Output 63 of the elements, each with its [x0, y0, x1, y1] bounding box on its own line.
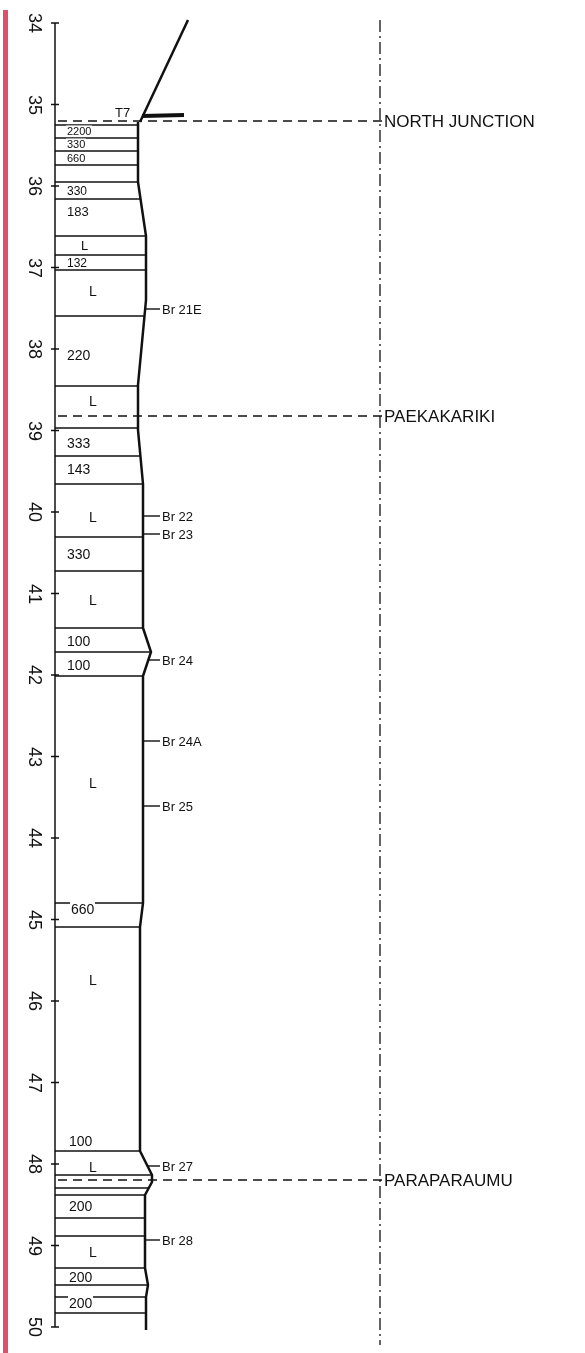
bridge-label: Br 24A — [162, 734, 202, 748]
station-label: PARAPARAUMU — [384, 1171, 513, 1189]
curve-label: 132 — [66, 257, 89, 269]
leader-line — [144, 1239, 161, 1241]
leader-line — [142, 740, 161, 742]
curve-label: 143 — [66, 462, 92, 476]
curve-label: 200 — [68, 1296, 94, 1310]
kilometre-label: 39 — [26, 419, 44, 442]
kilometre-label: 48 — [26, 1153, 44, 1175]
bridge-label: Br 23 — [162, 527, 194, 541]
kilometre-label: 36 — [26, 175, 44, 197]
curve-label: L — [88, 776, 98, 790]
curve-label: 330 — [66, 547, 92, 561]
kilometre-label: 46 — [26, 990, 44, 1012]
curve-label: 333 — [66, 436, 92, 450]
kilometre-label: 50 — [26, 1316, 44, 1338]
curve-label: 100 — [66, 658, 92, 672]
kilometre-label: 45 — [26, 908, 44, 931]
curve-label: 660 — [70, 902, 96, 916]
bridge-label: Br 22 — [162, 509, 194, 523]
curve-label: 100 — [66, 634, 92, 648]
leader-line — [142, 805, 161, 807]
curve-label: L — [88, 1160, 98, 1174]
kilometre-label: 37 — [26, 256, 44, 279]
kilometre-label: 40 — [26, 501, 44, 523]
kilometre-label: 43 — [26, 745, 44, 768]
kilometre-label: 47 — [26, 1071, 44, 1094]
leader-line — [147, 659, 161, 661]
curve-label: L — [88, 1245, 98, 1259]
curve-label: 100 — [68, 1134, 94, 1148]
curve-label: L — [80, 238, 90, 252]
curve-label: 330 — [66, 138, 87, 150]
bridge-label: Br 25 — [162, 799, 194, 813]
kilometre-label: 38 — [26, 338, 44, 360]
curve-label: 330 — [66, 185, 89, 197]
bridge-label: Br 28 — [162, 1233, 194, 1247]
leader-line — [142, 515, 161, 517]
bridge-label: Br 24 — [162, 653, 194, 667]
leader-line — [144, 308, 161, 310]
curve-label: L — [88, 973, 98, 987]
kilometre-label: 49 — [26, 1234, 44, 1257]
curve-label: L — [88, 593, 98, 607]
curve-label: 183 — [66, 204, 90, 218]
curve-label: L — [88, 284, 98, 298]
curve-label: 220 — [66, 348, 92, 362]
bridge-label: Br 21E — [162, 302, 202, 316]
kilometre-label: 42 — [26, 664, 44, 686]
kilometre-label: 35 — [26, 93, 44, 116]
leader-line — [142, 533, 161, 535]
curve-label: 660 — [66, 152, 87, 164]
station-label: NORTH JUNCTION — [384, 112, 535, 130]
curve-label: 200 — [68, 1199, 94, 1213]
curve-label: 200 — [68, 1270, 94, 1284]
curve-label: L — [88, 394, 98, 408]
bridge-label: Br 27 — [162, 1159, 194, 1173]
kilometre-label: 34 — [26, 12, 44, 34]
curve-label: 2200 — [66, 125, 93, 137]
leader-line — [146, 1165, 161, 1167]
kilometre-label: 44 — [26, 827, 44, 849]
station-label: PAEKAKARIKI — [384, 407, 496, 425]
kilometre-label: 41 — [26, 582, 44, 605]
curve-label: T7 — [114, 105, 132, 119]
curve-label: L — [88, 510, 98, 524]
